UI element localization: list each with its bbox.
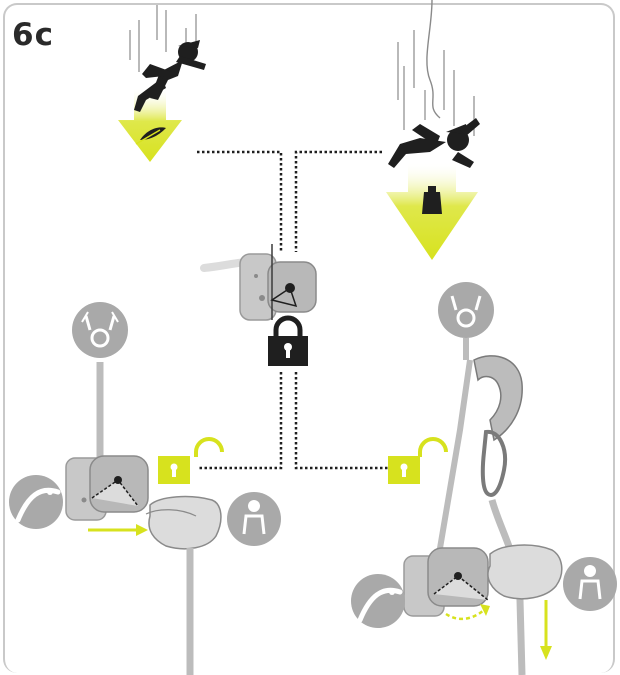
hand-right [488,545,562,599]
hand-left [146,497,221,549]
rope-right-left-strand [438,360,470,560]
device-right [404,548,488,616]
worker-icon-right [563,557,617,611]
carabiner-upper [474,356,522,440]
device-left [66,456,148,520]
anchor-icon-left [72,302,128,358]
falling-person-light [134,40,206,112]
pull-arrow-down-right [540,600,552,660]
rope-top-right [427,0,440,118]
left-scene [9,302,281,675]
lock-open-icon-left [158,439,222,484]
carabiner-lower [483,432,505,495]
anchor-icon-right [438,282,494,338]
worker-icon-left [227,492,281,546]
center-device [204,244,316,320]
fast-fall-group [386,0,480,260]
lock-open-icon-right [388,439,446,484]
handle-icon-right [351,574,405,628]
lock-closed-icon [268,318,308,366]
speed-lines-right [398,30,474,136]
slow-fall-arrow [118,88,182,162]
slow-fall-group [118,5,206,162]
pull-arrow-left [88,524,148,536]
falling-person-heavy [388,118,480,168]
handle-icon-left [9,475,63,529]
